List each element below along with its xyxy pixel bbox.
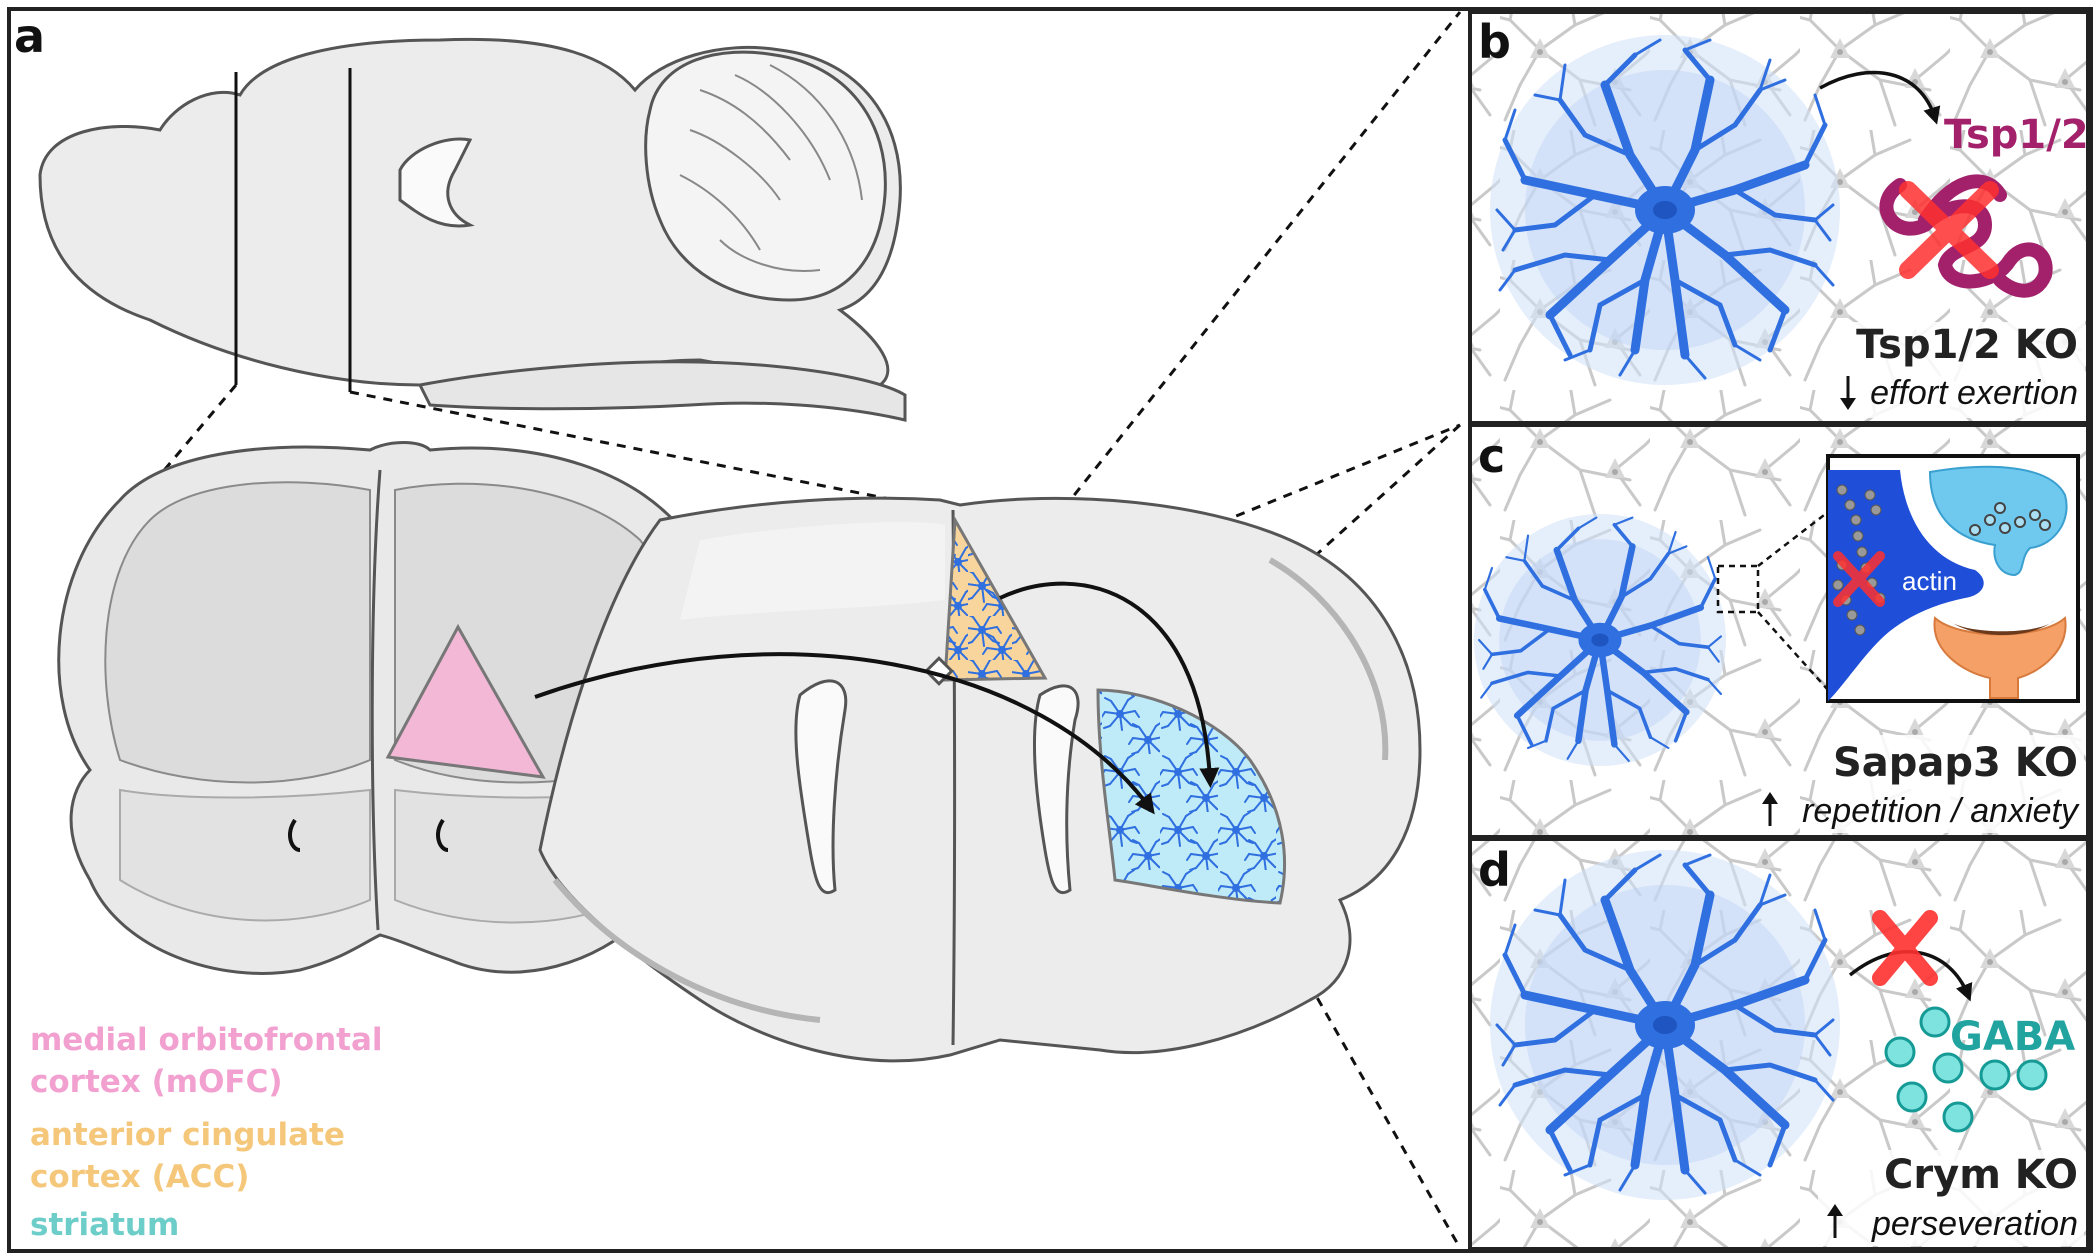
panel-b: Tsp1/2 Tsp1/2 KO effort exertion b (1468, 10, 2090, 425)
sagittal-brain (38, 37, 907, 422)
up-arrow-icon (1762, 792, 1778, 826)
panel-c-label: c (1478, 429, 1505, 483)
down-arrow-icon (1840, 376, 1856, 410)
mofc-region (385, 623, 546, 779)
crym-ko-label: Crym KO (1884, 1152, 2078, 1198)
sapap3-ko-label: Sapap3 KO (1833, 740, 2078, 786)
gaba-label: GABA (1950, 1014, 2075, 1060)
striatum-region (1096, 688, 1287, 905)
legend-mofc-line1: medial orbitofrontal (30, 1022, 383, 1058)
actin-label: actin (1902, 566, 1957, 596)
knockout-x-icon (1833, 551, 1885, 607)
panel-d: GABA Crym KO perseveration d (1468, 837, 2090, 1251)
region-legend: medial orbitofrontal cortex (mOFC) anter… (30, 1022, 383, 1243)
legend-acc-line2: cortex (ACC) (30, 1159, 249, 1195)
vesicle-icon (1969, 502, 2051, 536)
presynaptic-terminal (1928, 465, 2068, 577)
projection-arrows (534, 581, 1220, 815)
panel-b-label: b (1478, 15, 1511, 69)
sapap3-ko-phenotype: repetition / anxiety (1802, 792, 2080, 830)
panel-a: a (14, 9, 1462, 1249)
crym-ko-phenotype: perseveration (1871, 1205, 2078, 1243)
astrocyte-icon (1490, 35, 1840, 385)
legend-acc-line1: anterior cingulate (30, 1117, 345, 1153)
synapse-inset: actin (1826, 454, 2080, 703)
astrocyte-icon (1490, 850, 1840, 1200)
panel-c: actin Sapap3 KO repetition / anxiety c (1468, 423, 2090, 839)
tsp-label: Tsp1/2 (1944, 112, 2089, 158)
knockout-x-icon (1899, 181, 1999, 279)
panel-a-label: a (14, 9, 45, 63)
tsp-ko-phenotype: effort exertion (1870, 374, 2078, 412)
knockout-x-icon (1872, 910, 1938, 986)
gaba-molecules (1884, 1006, 2048, 1133)
acc-region (943, 514, 1048, 682)
legend-striatum: striatum (30, 1207, 179, 1243)
legend-mofc-line2: cortex (mOFC) (30, 1064, 283, 1100)
coronal-section-striatum (538, 496, 1422, 1063)
astrocyte-icon (1474, 514, 1726, 766)
panel-d-label: d (1478, 843, 1511, 897)
up-arrow-icon (1827, 1204, 1843, 1238)
tsp-ko-label: Tsp1/2 KO (1856, 322, 2078, 368)
